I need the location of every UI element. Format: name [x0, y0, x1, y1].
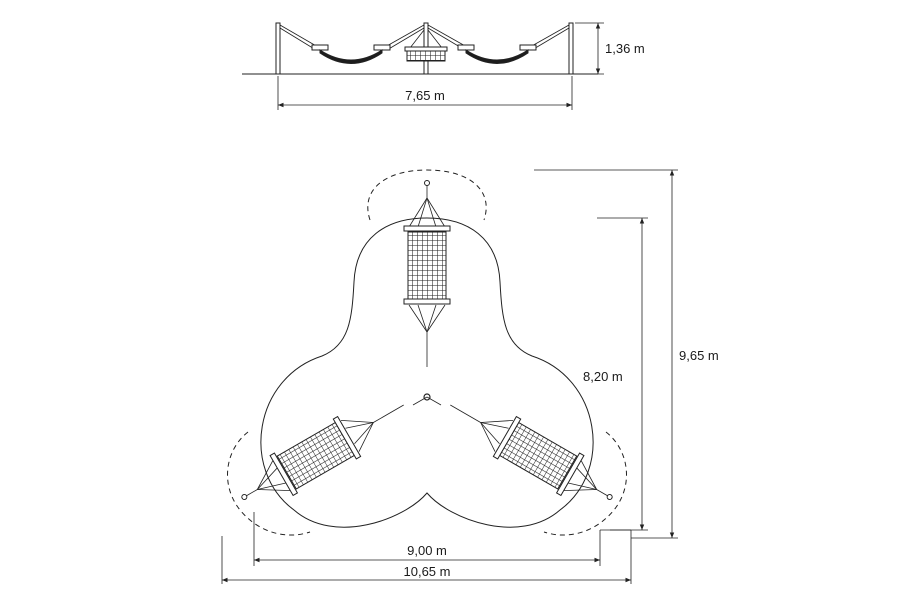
dimension-elevation-width: 7,65 m: [277, 76, 573, 110]
plan-inner-height-label: 8,20 m: [583, 369, 623, 384]
elevation-height-label: 1,36 m: [605, 41, 645, 56]
hammock-side-left: [311, 44, 391, 64]
hammock-side-right: [457, 44, 537, 64]
hammock-plan-right: [438, 384, 624, 519]
extended-safety-zone: [227, 169, 627, 536]
plan-view: 9,00 m 10,65 m 8,20 m 9,65 m: [221, 169, 719, 584]
hammock-plan-left: [230, 384, 416, 519]
plan-outer-width-label: 10,65 m: [404, 564, 451, 579]
dimension-plan-outer-height: 9,65 m: [534, 169, 719, 539]
dimension-plan-inner-width: 9,00 m: [253, 512, 601, 566]
elevation-width-label: 7,65 m: [405, 88, 445, 103]
hammock-front-center: [404, 46, 448, 62]
side-elevation-view: 7,65 m 1,36 m: [242, 22, 645, 110]
post-left: [275, 22, 281, 75]
plan-inner-width-label: 9,00 m: [407, 543, 447, 558]
central-hub: [412, 393, 442, 406]
post-right: [568, 22, 574, 75]
dimension-plan-outer-width: 10,65 m: [221, 536, 632, 584]
plan-outer-height-label: 9,65 m: [679, 348, 719, 363]
dimension-plan-inner-height: 8,20 m: [583, 217, 648, 531]
hammock-plan-top: [403, 180, 451, 368]
safety-zone-outline: [260, 217, 594, 528]
dimension-elevation-height: 1,36 m: [575, 22, 645, 75]
